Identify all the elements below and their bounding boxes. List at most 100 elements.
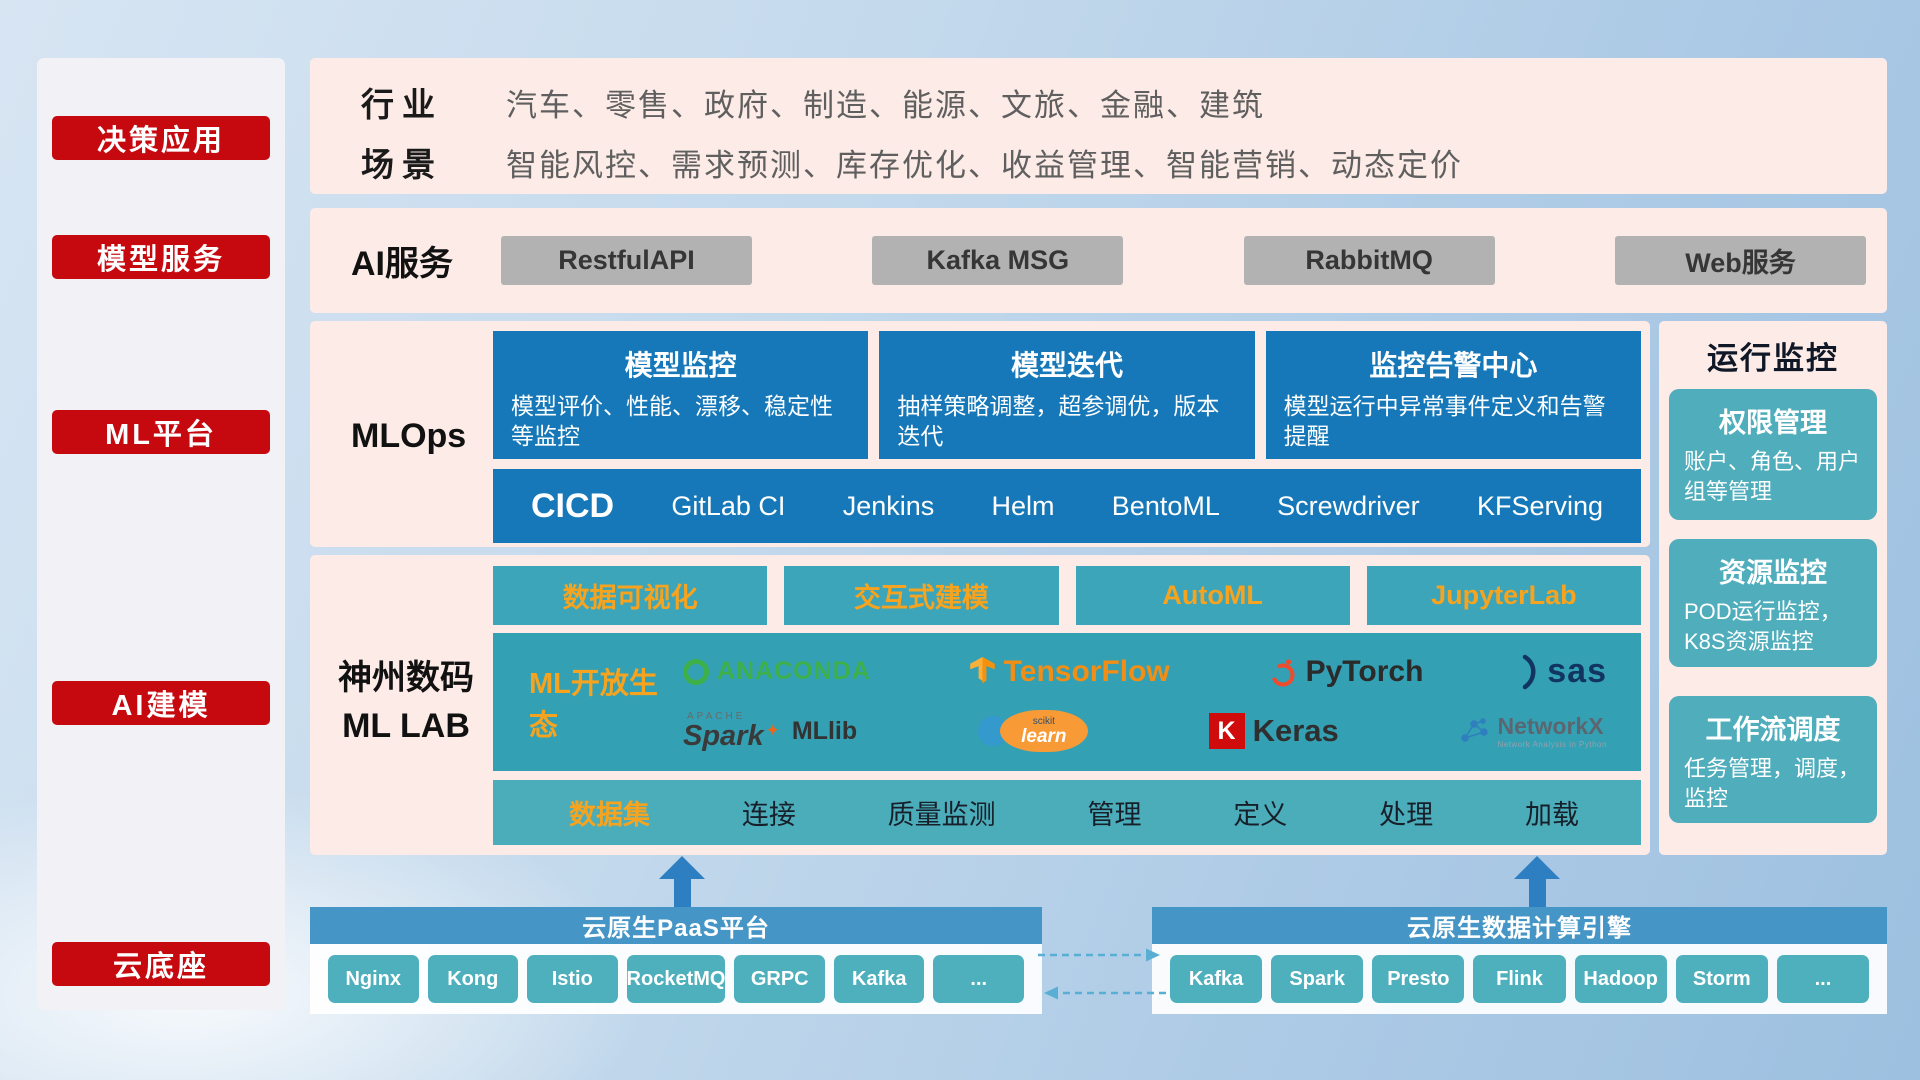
scikit-label: scikit — [1032, 715, 1055, 727]
scene-label: 场景 — [361, 146, 443, 183]
ecosystem-label: ML开放生态 — [529, 668, 658, 742]
mllib-wordmark: MLlib — [791, 716, 858, 745]
tool-interactive-modeling[interactable]: 交互式建模 — [784, 566, 1059, 625]
dataset-item-process: 处理 — [1379, 800, 1434, 830]
networkx-subtitle: Network Analysis in Python — [1497, 739, 1607, 749]
engine-btn-hadoop[interactable]: Hadoop — [1574, 955, 1667, 1003]
sidebar-item-ai-modeling[interactable]: AI建模 — [52, 681, 270, 725]
alert-center-card: 监控告警中心 模型运行中异常事件定义和告警提醒 — [1265, 331, 1641, 459]
engine-btn-more[interactable]: ... — [1776, 955, 1869, 1003]
dataset-bar: 数据集 连接 质量监测 管理 定义 处理 加载 — [493, 780, 1641, 845]
keras-icon: K — [1208, 713, 1245, 749]
tensorflow-wordmark: TensorFlow — [1003, 654, 1170, 688]
apache-label: APACHE — [687, 710, 746, 722]
sidebar-item-model-service[interactable]: 模型服务 — [52, 235, 270, 279]
permission-management-card: 权限管理 账户、角色、用户组等管理 — [1669, 389, 1877, 520]
cicd-item-jenkins: Jenkins — [842, 490, 935, 521]
tool-jupyterlab[interactable]: JupyterLab — [1366, 566, 1641, 625]
networkx-logo: NetworkX Network Analysis in Python — [1459, 713, 1607, 749]
rabbitmq-button[interactable]: RabbitMQ — [1243, 236, 1495, 285]
dataset-label: 数据集 — [569, 800, 650, 830]
runtime-monitor-title: 运行监控 — [1707, 341, 1839, 376]
tech-btn-kong[interactable]: Kong — [427, 955, 519, 1003]
engine-btn-flink[interactable]: Flink — [1473, 955, 1566, 1003]
cicd-item-helm: Helm — [991, 490, 1055, 521]
card-desc: 模型评价、性能、漂移、稳定性等监控 — [511, 393, 833, 449]
tech-btn-kafka[interactable]: Kafka — [833, 955, 925, 1003]
sidebar-item-decision-apps[interactable]: 决策应用 — [52, 116, 270, 160]
tech-btn-more[interactable]: ... — [933, 955, 1024, 1003]
cicd-item-screwdriver: Screwdriver — [1277, 490, 1420, 521]
industry-scene-panel: 行业 汽车、零售、政府、制造、能源、文旅、金融、建筑 场景 智能风控、需求预测、… — [310, 58, 1887, 194]
scene-values: 智能风控、需求预测、库存优化、收益管理、智能营销、动态定价 — [506, 147, 1463, 183]
card-title: 资源监控 — [1719, 558, 1827, 588]
sas-wordmark: sas — [1547, 652, 1607, 690]
pytorch-wordmark: PyTorch — [1305, 654, 1424, 688]
sidebar-item-cloud-base[interactable]: 云底座 — [52, 942, 270, 986]
sas-logo: sas — [1521, 652, 1607, 691]
dataset-item-quality: 质量监测 — [887, 800, 996, 830]
networkx-icon — [1461, 718, 1489, 742]
web-service-button[interactable]: Web服务 — [1614, 236, 1866, 285]
card-title: 模型监控 — [624, 350, 737, 381]
arrow-shaft — [1528, 879, 1546, 907]
dataset-item-define: 定义 — [1233, 800, 1288, 830]
arrow-head — [1514, 856, 1560, 879]
engine-buttons-panel: Kafka Spark Presto Flink Hadoop Storm ..… — [1152, 944, 1887, 1014]
workflow-schedule-card: 工作流调度 任务管理，调度，监控 — [1669, 696, 1877, 823]
engine-btn-storm[interactable]: Storm — [1675, 955, 1768, 1003]
kafka-msg-button[interactable]: Kafka MSG — [872, 236, 1124, 285]
scikit-blob-icon: scikit learn — [999, 710, 1088, 752]
card-desc: 抽样策略调整，超参调优，版本迭代 — [897, 393, 1220, 449]
model-iteration-card: 模型迭代 抽样策略调整，超参调优，版本迭代 — [879, 331, 1255, 459]
industry-values: 汽车、零售、政府、制造、能源、文旅、金融、建筑 — [506, 87, 1265, 123]
anaconda-icon — [683, 658, 709, 685]
cicd-item-kfserving: KFServing — [1476, 490, 1603, 521]
engine-btn-presto[interactable]: Presto — [1372, 955, 1465, 1003]
spark-logo: APACHE Spark ✦ — [683, 710, 780, 752]
engine-btn-spark[interactable]: Spark — [1271, 955, 1364, 1003]
industry-line: 行业 汽车、零售、政府、制造、能源、文旅、金融、建筑 — [361, 78, 1887, 126]
tensorflow-icon — [969, 657, 995, 684]
card-desc: 模型运行中异常事件定义和告警提醒 — [1283, 393, 1606, 449]
card-title: 权限管理 — [1719, 408, 1827, 438]
restfulapi-button[interactable]: RestfulAPI — [501, 236, 752, 285]
tech-btn-grpc[interactable]: GRPC — [734, 955, 825, 1003]
scikit-learn-logo: scikit learn — [977, 710, 1088, 752]
card-title: 工作流调度 — [1705, 715, 1841, 745]
sidebar-item-ml-platform[interactable]: ML平台 — [52, 410, 270, 454]
tensorflow-logo: TensorFlow — [969, 655, 1170, 689]
tech-btn-rocketmq[interactable]: RocketMQ — [626, 955, 726, 1003]
anaconda-logo: ANACONDA — [683, 657, 871, 686]
tool-automl[interactable]: AutoML — [1075, 566, 1350, 625]
tool-data-visualization[interactable]: 数据可视化 — [493, 566, 768, 625]
cicd-item-bentoml: BentoML — [1111, 490, 1220, 521]
logo-row-bottom: APACHE Spark ✦ MLlib scikit learn — [683, 710, 1607, 752]
left-sidebar: 决策应用 模型服务 ML平台 AI建模 云底座 — [37, 58, 285, 1010]
cicd-item-gitlab-ci: GitLab CI — [671, 490, 786, 521]
engine-btn-kafka[interactable]: Kafka — [1170, 955, 1263, 1003]
ai-service-buttons: RestfulAPI Kafka MSG RabbitMQ Web服务 — [501, 236, 1866, 285]
ecosystem-logos: ANACONDA TensorFlow — [683, 633, 1641, 771]
dataset-item-load: 加载 — [1524, 800, 1579, 830]
scene-line: 场景 智能风控、需求预测、库存优化、收益管理、智能营销、动态定价 — [361, 138, 1887, 186]
mlops-panel: MLOps 模型监控 模型评价、性能、漂移、稳定性等监控 模型迭代 抽样策略调整… — [310, 321, 1650, 547]
pytorch-logo: PyTorch — [1268, 654, 1424, 689]
mlops-cards: 模型监控 模型评价、性能、漂移、稳定性等监控 模型迭代 抽样策略调整，超参调优，… — [493, 331, 1641, 459]
paas-buttons-panel: Nginx Kong Istio RocketMQ GRPC Kafka ... — [310, 944, 1042, 1014]
spark-wordmark: Spark — [683, 719, 764, 752]
tech-btn-istio[interactable]: Istio — [527, 955, 618, 1003]
dataset-item-connect: 连接 — [741, 800, 796, 830]
cicd-bar: CICD GitLab CI Jenkins Helm BentoML Scre… — [493, 469, 1641, 543]
mllab-tools-row: 数据可视化 交互式建模 AutoML JupyterLab — [493, 566, 1641, 625]
up-arrow-right — [1514, 856, 1560, 907]
ai-service-label: AI服务 — [351, 245, 453, 283]
tech-btn-nginx[interactable]: Nginx — [328, 955, 419, 1003]
runtime-monitor-panel: 运行监控 权限管理 账户、角色、用户组等管理 资源监控 POD运行监控，K8S资… — [1659, 321, 1887, 855]
model-monitoring-card: 模型监控 模型评价、性能、漂移、稳定性等监控 — [493, 331, 869, 459]
paas-header: 云原生PaaS平台 — [310, 907, 1042, 944]
pytorch-icon — [1271, 658, 1295, 686]
mllab-label-line1: 神州数码 — [338, 659, 474, 697]
mlops-label: MLOps — [351, 417, 467, 455]
